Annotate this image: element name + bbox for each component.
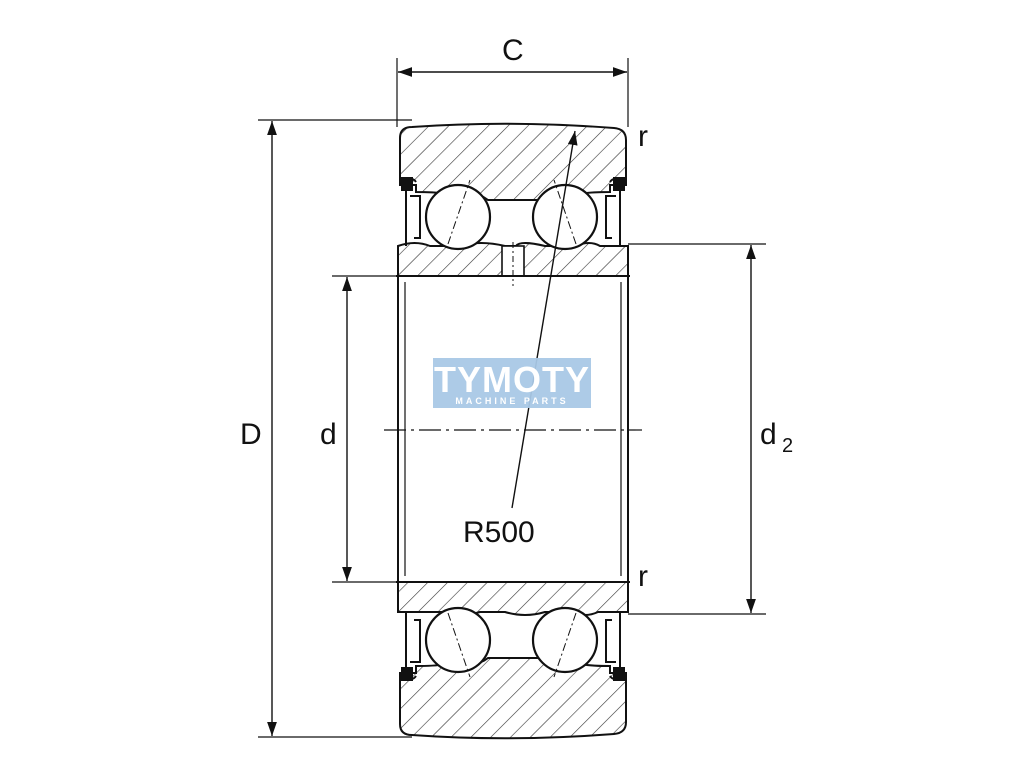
inner-ring-bottom: [397, 581, 629, 616]
ball-top-right: [531, 179, 599, 251]
outer-ring-top: [399, 122, 627, 201]
label-C: C: [502, 34, 524, 67]
label-R500: R500: [463, 516, 535, 549]
label-d2-subscript: 2: [782, 435, 793, 457]
ball-bottom-left: [424, 606, 492, 678]
ball-bottom-right: [531, 606, 599, 678]
watermark-logo: TYMOTY MACHINE PARTS: [433, 358, 591, 408]
inner-ring-top: [397, 242, 629, 286]
dim-R500-leader: [511, 130, 578, 509]
extension-lines: [258, 58, 766, 738]
watermark-title: TYMOTY: [434, 359, 590, 400]
label-r-bottom: r: [638, 560, 648, 593]
seals: [401, 177, 625, 681]
ball-top-left: [424, 179, 492, 251]
label-D: D: [240, 418, 262, 451]
label-r-top: r: [638, 120, 648, 153]
bore-body: [396, 275, 630, 583]
outer-ring-bottom: [399, 657, 627, 740]
watermark-subtitle: MACHINE PARTS: [455, 396, 568, 406]
label-d: d: [320, 418, 337, 451]
label-d2: d: [760, 418, 777, 451]
dimension-lines: [267, 67, 756, 736]
